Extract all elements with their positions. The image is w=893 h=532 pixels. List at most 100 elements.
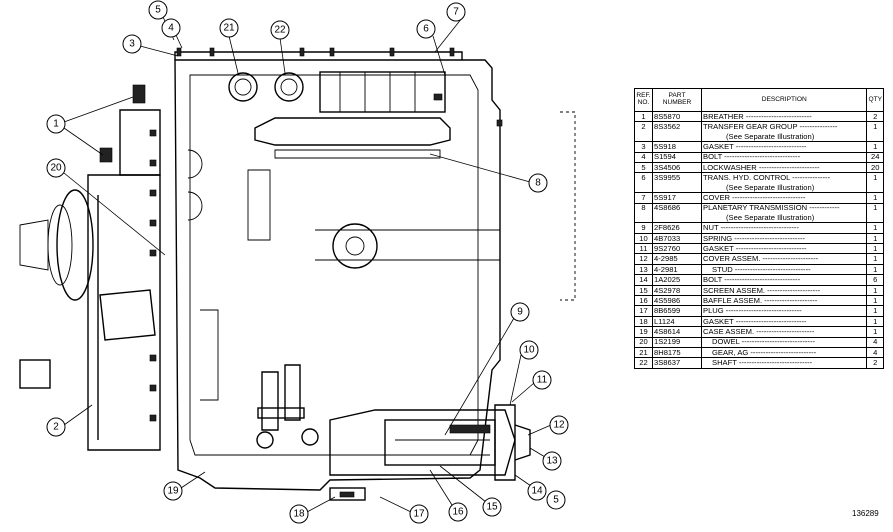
callout-circle bbox=[448, 502, 468, 522]
description-note: (See Separate Illustration) bbox=[700, 131, 868, 143]
ref-no-cell: 11 bbox=[634, 243, 653, 255]
callout-circle bbox=[46, 114, 66, 134]
callout-label: 2 bbox=[53, 422, 59, 433]
callout-circle bbox=[409, 504, 429, 524]
callout-3: 3 bbox=[122, 34, 142, 54]
callout-label: 13 bbox=[546, 456, 558, 467]
callout-circle bbox=[519, 340, 539, 360]
part-number-cell: 5S917 bbox=[652, 192, 702, 204]
empty-cell bbox=[866, 182, 884, 194]
description-cell: PLANETARY TRANSMISSION ------------ bbox=[700, 202, 868, 213]
header-qty: QTY bbox=[866, 88, 884, 112]
parts-row-note: (See Separate Illustration) bbox=[634, 182, 884, 194]
callout-label: 12 bbox=[553, 420, 565, 431]
part-number-cell: 8S5870 bbox=[652, 110, 702, 123]
description-cell: SCREEN ASSEM. --------------------- bbox=[700, 284, 868, 297]
qty-cell: 1 bbox=[866, 202, 884, 213]
transfer-gear-group bbox=[19, 84, 161, 451]
leader-dashes: --------------------- bbox=[765, 285, 821, 295]
leader-dashes: ----------------------------- bbox=[730, 193, 806, 203]
part-number-cell: 4S8686 bbox=[652, 202, 702, 213]
empty-cell bbox=[866, 131, 884, 143]
description-cell: BREATHER -------------------------- bbox=[700, 110, 868, 123]
leader-dashes: ------------------------------- bbox=[718, 223, 799, 233]
callout-circle bbox=[482, 497, 502, 517]
description-note: (See Separate Illustration) bbox=[700, 182, 868, 194]
callout-circle bbox=[270, 20, 290, 40]
leader-dashes: --------------- bbox=[797, 122, 838, 132]
callout-circle bbox=[446, 2, 466, 22]
parts-row-note: (See Separate Illustration) bbox=[634, 131, 884, 143]
part-number-cell: 4S5986 bbox=[652, 295, 702, 307]
leader-dashes: ---------------------------- bbox=[733, 243, 807, 253]
header-part-number: PART NUMBER bbox=[652, 88, 702, 112]
callout-11: 11 bbox=[532, 370, 552, 390]
callout-circle bbox=[527, 481, 547, 501]
qty-cell: 4 bbox=[866, 346, 884, 359]
ref-no-cell: 5 bbox=[634, 161, 653, 174]
callout-label: 14 bbox=[531, 486, 543, 497]
hydraulic-control bbox=[319, 71, 446, 113]
leader-dashes: ---------------------------- bbox=[733, 316, 807, 326]
callout-7: 7 bbox=[446, 2, 466, 22]
callout-2: 2 bbox=[46, 417, 66, 437]
callout-22: 22 bbox=[270, 20, 290, 40]
callout-label: 8 bbox=[535, 178, 541, 189]
callout-circle bbox=[163, 481, 183, 501]
empty-cell bbox=[634, 212, 653, 224]
ref-no-cell: 14 bbox=[634, 274, 653, 286]
empty-cell bbox=[866, 212, 884, 224]
leader-dashes: ----------------------- bbox=[754, 327, 815, 337]
part-number-cell: 3S9955 bbox=[652, 172, 702, 183]
callout-18: 18 bbox=[289, 504, 309, 524]
callout-6: 6 bbox=[416, 19, 436, 39]
leader-dashes: ------------ bbox=[807, 203, 840, 213]
qty-cell: 1 bbox=[866, 263, 884, 276]
empty-cell bbox=[652, 182, 702, 194]
qty-cell: 1 bbox=[866, 243, 884, 255]
description-cell: NUT ------------------------------- bbox=[700, 222, 868, 234]
planetary-transmission bbox=[254, 117, 451, 159]
callout-20: 20 bbox=[46, 158, 66, 178]
callout-label: 11 bbox=[537, 375, 548, 386]
callout-circle bbox=[46, 158, 66, 178]
part-number-cell: 8H8175 bbox=[652, 346, 702, 359]
qty-cell: 4 bbox=[866, 336, 884, 349]
case-bolts bbox=[149, 119, 503, 422]
description-cell: GEAR, AG -------------------------- bbox=[700, 346, 868, 359]
callout-12: 12 bbox=[549, 415, 569, 435]
callout-19: 19 bbox=[163, 481, 183, 501]
callout-label: 19 bbox=[167, 486, 179, 497]
leader-dashes: ----------------------------- bbox=[736, 358, 813, 368]
callout-13: 13 bbox=[542, 451, 562, 471]
leader-dashes: --------------- bbox=[790, 173, 831, 183]
callout-1: 1 bbox=[46, 114, 66, 134]
callout-label: 4 bbox=[168, 23, 174, 34]
leader-dashes: ----------------------------- bbox=[739, 337, 816, 347]
part-number-cell: 8S3562 bbox=[652, 121, 702, 132]
ref-no-cell: 9 bbox=[634, 222, 653, 234]
qty-cell: 1 bbox=[866, 253, 884, 265]
ref-no-cell: 12 bbox=[634, 253, 653, 265]
ref-no-cell: 10 bbox=[634, 232, 653, 245]
empty-cell bbox=[652, 131, 702, 143]
description-cell: STUD ------------------------------ bbox=[700, 263, 868, 276]
callout-circle bbox=[532, 370, 552, 390]
callout-label: 7 bbox=[453, 7, 459, 18]
qty-cell: 20 bbox=[866, 161, 884, 174]
part-number-cell: 3S8637 bbox=[652, 357, 702, 369]
ref-no-cell: 8 bbox=[634, 202, 653, 213]
qty-cell: 1 bbox=[866, 232, 884, 245]
